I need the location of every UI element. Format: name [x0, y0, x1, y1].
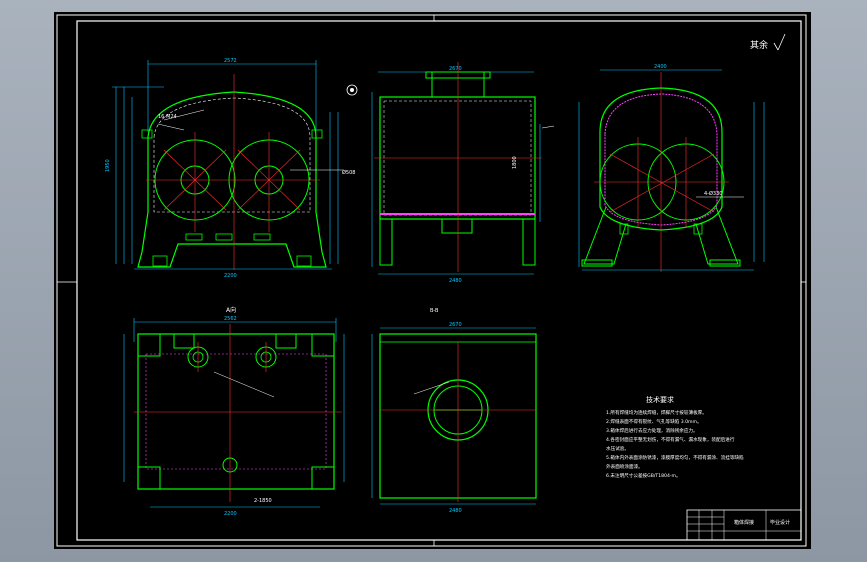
section-drain-right [693, 223, 703, 235]
tech-title: 技术要求 [646, 395, 674, 404]
plan-bottom-dim: 2-1850 [254, 498, 272, 504]
front-leaders [157, 109, 344, 171]
title-block-number: 毕业设计 [770, 519, 790, 526]
front-width-dim: 2572 [224, 58, 237, 64]
section-width-dim: 2400 [654, 64, 667, 70]
tech-requirement-line: 2.焊缝表面不得有裂纹、气孔等缺陷 3.0mm。 [606, 418, 702, 425]
section-center-lines [594, 72, 729, 272]
section-liner [604, 93, 718, 226]
title-block-grid [687, 510, 801, 540]
tech-requirement-line: 5.箱体内外表面涂防锈漆，漆膜厚度均匀，不得有漏涂、流挂等缺陷 [606, 454, 744, 461]
side-base-dim: 2480 [449, 278, 462, 284]
bottom-base-dim: 2480 [449, 508, 462, 514]
side-view: 2670 2480 1800 [371, 62, 555, 284]
plan-width-dim: 2562 [224, 316, 237, 322]
title-block-frame [686, 509, 802, 541]
detail-bubble-center [350, 88, 354, 92]
section-outer-shell [599, 87, 723, 231]
front-view: 2572 2200 1950 [105, 58, 358, 279]
side-legs [379, 218, 536, 266]
plan-leader [213, 371, 275, 398]
bottom-section-label: B-B [430, 308, 439, 314]
bottom-view: B-B 2670 2480 [371, 308, 537, 514]
front-body-outline [137, 91, 327, 268]
plan-corner-pads [137, 333, 335, 490]
plan-view: A向 2562 2200 2-1850 [123, 306, 345, 517]
plan-inner-hidden [145, 353, 327, 470]
plan-center-lines [134, 324, 342, 502]
plan-outline [137, 333, 335, 490]
detail-bubble [346, 84, 358, 96]
tech-requirements: 技术要求 1.所有焊缝均为连续焊缝，焊脚尺寸按较薄板厚。 2.焊缝表面不得有裂纹、… [606, 395, 744, 479]
cad-drawing: 其余 2572 2200 1950 [56, 14, 807, 547]
front-lug-left [141, 129, 153, 139]
bottom-leader [413, 381, 450, 395]
front-center-lines [146, 74, 320, 270]
front-height-dim: 1950 [105, 159, 111, 172]
section-dimensions [578, 69, 765, 271]
side-dimensions [371, 71, 541, 275]
plan-base-dim: 2200 [224, 511, 237, 517]
front-rib-note: 16-M24 [158, 114, 177, 120]
section-view: 2400 4-Ø330 [578, 64, 765, 272]
section-hole-note: 4-Ø330 [704, 190, 722, 197]
tech-requirement-line: 3.箱体焊后进行去应力处理，消除残余应力。 [606, 427, 698, 434]
section-legs [581, 206, 741, 267]
plan-view-label: A向 [226, 306, 236, 314]
cad-drawing-viewport[interactable]: 其余 2572 2200 1950 [54, 12, 811, 549]
corner-mark-label: 其余 [750, 39, 768, 51]
side-leader [541, 125, 555, 129]
front-dimensions [112, 60, 339, 270]
tech-requirement-line: 外表面喷涂面漆。 [606, 463, 643, 470]
plan-dimensions [123, 318, 345, 508]
sheet-border [56, 14, 807, 547]
bottom-width-dim: 2670 [449, 322, 462, 328]
side-height-dim: 1800 [512, 156, 518, 169]
section-drain-left [619, 223, 629, 235]
tech-requirement-line: 1.所有焊缝均为连续焊缝，焊脚尺寸按较薄板厚。 [606, 409, 707, 416]
roughness-symbol-tick [773, 42, 779, 51]
tech-requirement-line: 6.未注明尺寸公差按GB/T1804-m。 [606, 472, 681, 479]
front-inner-wall [153, 97, 311, 213]
title-block-name: 箱体焊接 [734, 519, 754, 526]
bottom-top-band [379, 333, 537, 343]
side-width-dim: 2670 [449, 66, 462, 72]
front-flange-note: Ø508 [342, 169, 355, 176]
side-center-lines [374, 62, 542, 272]
roughness-symbol [777, 33, 786, 51]
front-base-pads [152, 233, 312, 267]
tech-requirement-line: 水压试验。 [606, 445, 629, 452]
front-base-dim: 2200 [224, 273, 237, 279]
bottom-dimensions [371, 327, 536, 505]
bottom-center-lines [380, 342, 536, 502]
tech-requirement-line: 4.各密封面应平整无划伤，不得有漏气、漏水现象，装配后进行 [606, 436, 735, 443]
front-lug-right [311, 129, 323, 139]
drawing-frame [76, 20, 802, 541]
title-block: 箱体焊接 毕业设计 [686, 509, 802, 541]
tech-requirement-lines: 1.所有焊缝均为连续焊缝，焊脚尺寸按较薄板厚。 2.焊缝表面不得有裂纹、气孔等缺陷… [606, 409, 744, 479]
